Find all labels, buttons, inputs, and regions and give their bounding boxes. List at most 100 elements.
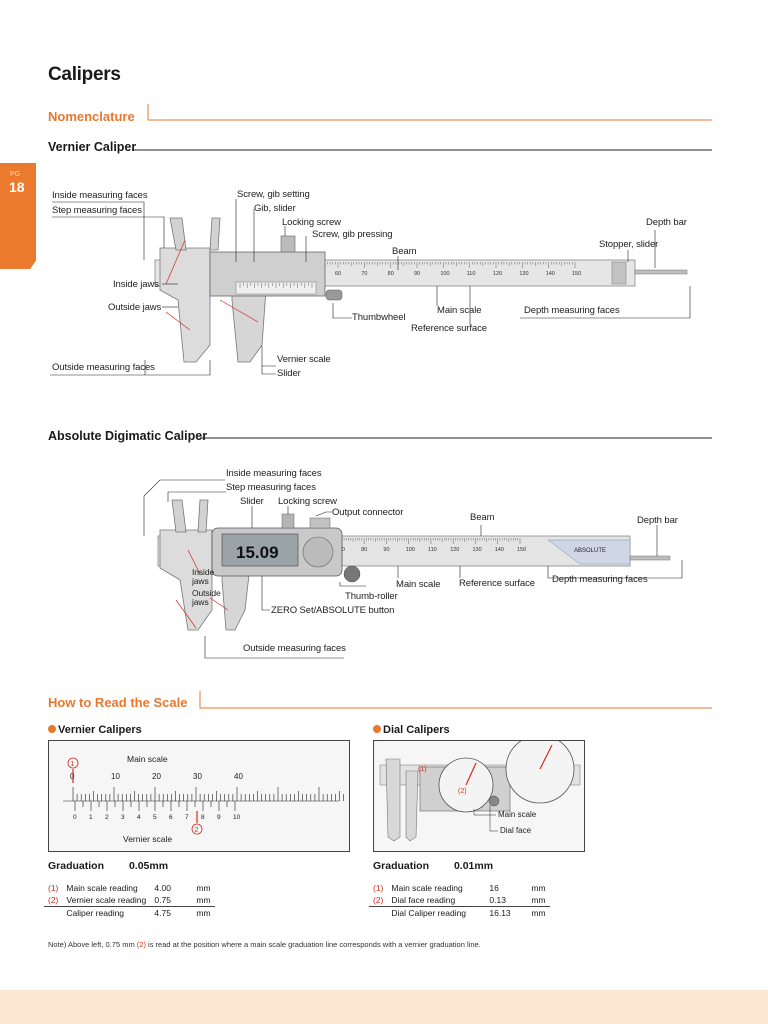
bullet-icon [48,725,56,733]
vernier-beam-number: 60 [335,271,341,277]
nomenclature-heading: Nomenclature [48,109,135,124]
digimatic-label-outside-measuring-faces: Outside measuring faces [243,643,346,654]
table-row: (2) Dial face reading 0.13 mm [369,894,550,907]
dial-needle-large [539,744,553,770]
digimatic-inside-jaw-fixed [171,499,187,533]
digimatic-label-main-scale: Main scale [396,579,441,590]
thumb-roller [343,565,361,583]
digimatic-label-inside-jaws: Inside jaws [192,567,215,586]
main-scale-label: Main scale [127,754,168,764]
digimatic-beam-number: 130 [472,547,481,553]
digimatic-beam-number: 90 [383,547,389,553]
footnote: Note) Above left, 0.75 mm (2) is read at… [48,940,481,949]
dial-fixed-jaw [385,758,401,842]
vernier-scale-number: 9 [217,814,221,821]
digimatic-label-reference-surface: Reference surface [459,578,535,589]
vernier-beam-number: 140 [546,271,555,277]
vernier-scale-number: 1 [89,814,93,821]
dial-marker-1: (1) [418,766,427,773]
absolute-brand: ABSOLUTE [574,548,606,554]
vernier-calipers-heading: Vernier Calipers [48,724,142,736]
main-scale-number: 10 [111,772,120,781]
marker-1-label: 1 [71,761,75,768]
digimatic-label-depth-bar: Depth bar [637,515,678,526]
dial-sliding-jaw [405,770,419,842]
digimatic-label-locking-screw: Locking screw [278,496,337,507]
vernier-reading-table: (1) Main scale reading 4.00 mm (2) Verni… [44,882,215,919]
tab-prefix: PG [10,171,21,178]
vernier-beam-number: 120 [493,271,502,277]
fixed-outside-jaw [159,247,211,363]
label-outside-jaws: Outside jaws [108,302,162,313]
vernier-scale-number: 0 [73,814,77,821]
sliding-inside-jaw [209,217,221,251]
marker-2-label: 2 [195,827,199,834]
lcd-reading: 15.09 [236,543,279,562]
vernier-caliper-diagram: 0102030405060708090100110120130140150 [50,199,691,376]
dial-main-scale-label: Main scale [498,810,537,819]
digimatic-depth-bar [629,555,671,561]
digimatic-beam-number: 150 [517,547,526,553]
vernier-beam-number: 70 [361,271,367,277]
locking-screw [280,235,296,253]
table-row: (1) Main scale reading 4.00 mm [48,883,211,893]
digimatic-label-inside-measuring-faces: Inside measuring faces [226,468,322,479]
digimatic-beam-number: 120 [450,547,459,553]
bullet-icon [373,725,381,733]
table-row: Caliper reading 4.75 mm [66,908,211,918]
vernier-scale-number: 2 [105,814,109,821]
vernier-scale-number: 5 [153,814,157,821]
dial-caliper-box: (1) (2) Main scale Dial face [373,734,585,852]
label-depth-measuring-faces: Depth measuring faces [524,305,620,316]
dial-thumbwheel [488,795,500,807]
label-outside-measuring-faces: Outside measuring faces [52,362,155,373]
vernier-beam-number: 130 [519,271,528,277]
label-gib-slider: Gib, slider [254,203,296,214]
page-number: 18 [9,179,25,195]
digimatic-caliper-diagram: 0102030405060708090100110120130140150 AB… [143,479,683,659]
label-depth-bar: Depth bar [646,217,687,228]
vernier-beam-number: 80 [388,271,394,277]
digimatic-beam-number: 110 [428,547,437,553]
digimatic-beam-number: 80 [361,547,367,553]
page-footer-band [0,990,768,1024]
label-main-scale: Main scale [437,305,482,316]
vernier-scale-number: 3 [121,814,125,821]
label-screw-gib-pressing: Screw, gib pressing [312,229,393,240]
dial-graduation: Graduation 0.01mm [373,860,494,872]
label-screw-gib-setting: Screw, gib setting [237,189,310,200]
digimatic-label-depth-measuring-faces: Depth measuring faces [552,574,648,585]
digimatic-label-output-connector: Output connector [332,507,404,518]
table-row: (1) Main scale reading 16 mm [373,883,546,893]
digimatic-label-thumb-roller: Thumb-roller [345,591,398,602]
digimatic-label-step-measuring-faces: Step measuring faces [226,482,316,493]
lcd-display [221,533,299,567]
label-reference-surface: Reference surface [411,323,487,334]
vernier-scale-label: Vernier scale [123,834,172,844]
absolute-logo-band [547,539,631,565]
digimatic-caliper-heading: Absolute Digimatic Caliper [48,429,208,443]
page-section-tab: PG 18 [0,163,36,269]
output-connector [309,517,331,529]
vernier-beam-number: 150 [572,271,581,277]
table-row: (2) Vernier scale reading 0.75 mm [44,894,215,907]
vernier-scale-number: 7 [185,814,189,821]
main-scale-number: 30 [193,772,202,781]
dial-face-large [505,734,575,804]
vernier-slider-ticks [239,283,313,288]
digimatic-beam-number: 140 [495,547,504,553]
vernier-scale-number: 8 [201,814,205,821]
digimatic-label-slider: Slider [240,496,264,507]
vernier-beam-number: 110 [467,271,476,277]
main-scale-number: 20 [152,772,161,781]
label-inside-measuring-faces: Inside measuring faces [52,190,148,201]
vernier-graduation: Graduation 0.05mm [48,860,169,872]
digimatic-label-outside-jaws: Outside jaws [192,588,221,607]
dial-reading-table: (1) Main scale reading 16 mm (2) Dial fa… [369,882,550,919]
digimatic-beam-number: 100 [406,547,415,553]
fixed-inside-jaw [169,217,187,251]
